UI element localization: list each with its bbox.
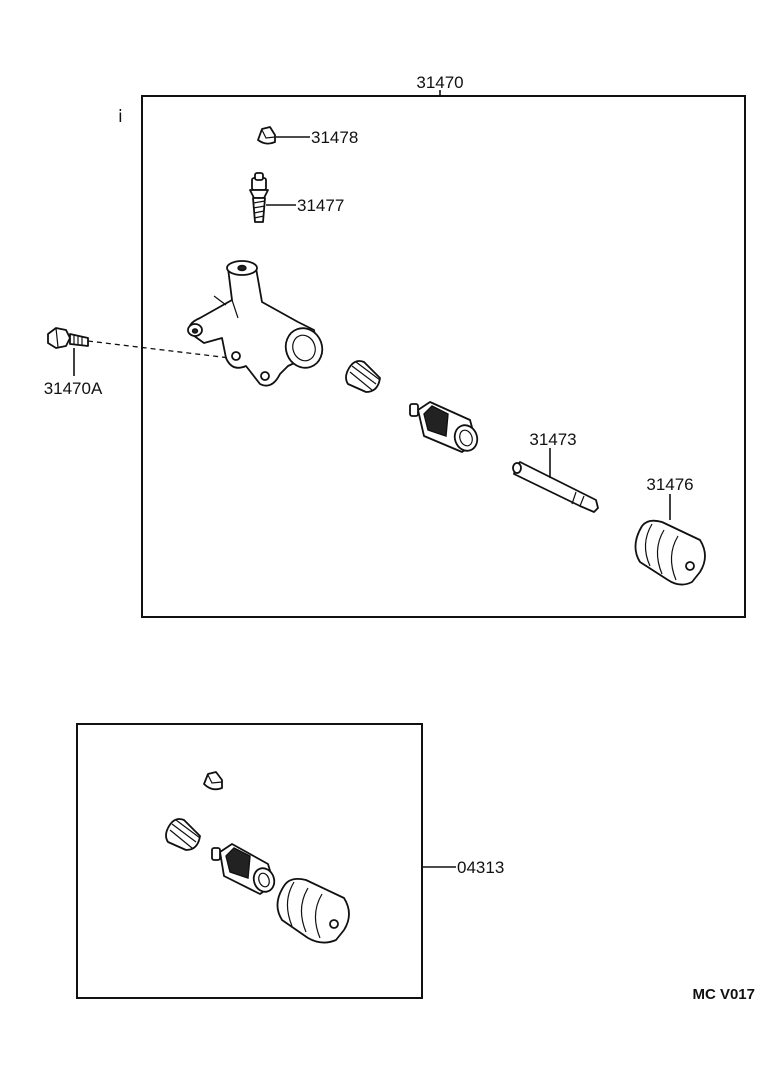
union-bolt-part[interactable]: [47, 327, 89, 349]
label-31470A[interactable]: 31470A: [44, 379, 103, 398]
piston-part[interactable]: [409, 401, 481, 454]
label-31470[interactable]: 31470: [416, 73, 463, 92]
label-31476[interactable]: 31476: [646, 475, 693, 494]
boot-part[interactable]: [634, 519, 706, 586]
kit-piston[interactable]: [211, 843, 278, 895]
figure-code: MC V017: [692, 986, 755, 1003]
push-rod-part[interactable]: [512, 461, 599, 513]
label-31478[interactable]: 31478: [311, 128, 358, 147]
label-04313[interactable]: 04313: [457, 858, 504, 877]
label-31473[interactable]: 31473: [529, 430, 576, 449]
assembly-frame: [141, 95, 746, 618]
piston-cup-part[interactable]: [345, 360, 381, 393]
label-31477[interactable]: 31477: [297, 196, 344, 215]
bolt-dashed-leader: [87, 340, 231, 359]
kit-bleeder-cap[interactable]: [203, 771, 223, 791]
release-cylinder-body[interactable]: [187, 260, 328, 387]
kit-piston-cup[interactable]: [165, 818, 201, 851]
repair-kit-frame: [76, 723, 423, 999]
kit-boot[interactable]: [276, 877, 350, 944]
bleeder-plug-part[interactable]: [249, 172, 269, 223]
bleeder-cap-part[interactable]: [257, 126, 276, 145]
tick-mark: ⅰ: [118, 107, 123, 126]
